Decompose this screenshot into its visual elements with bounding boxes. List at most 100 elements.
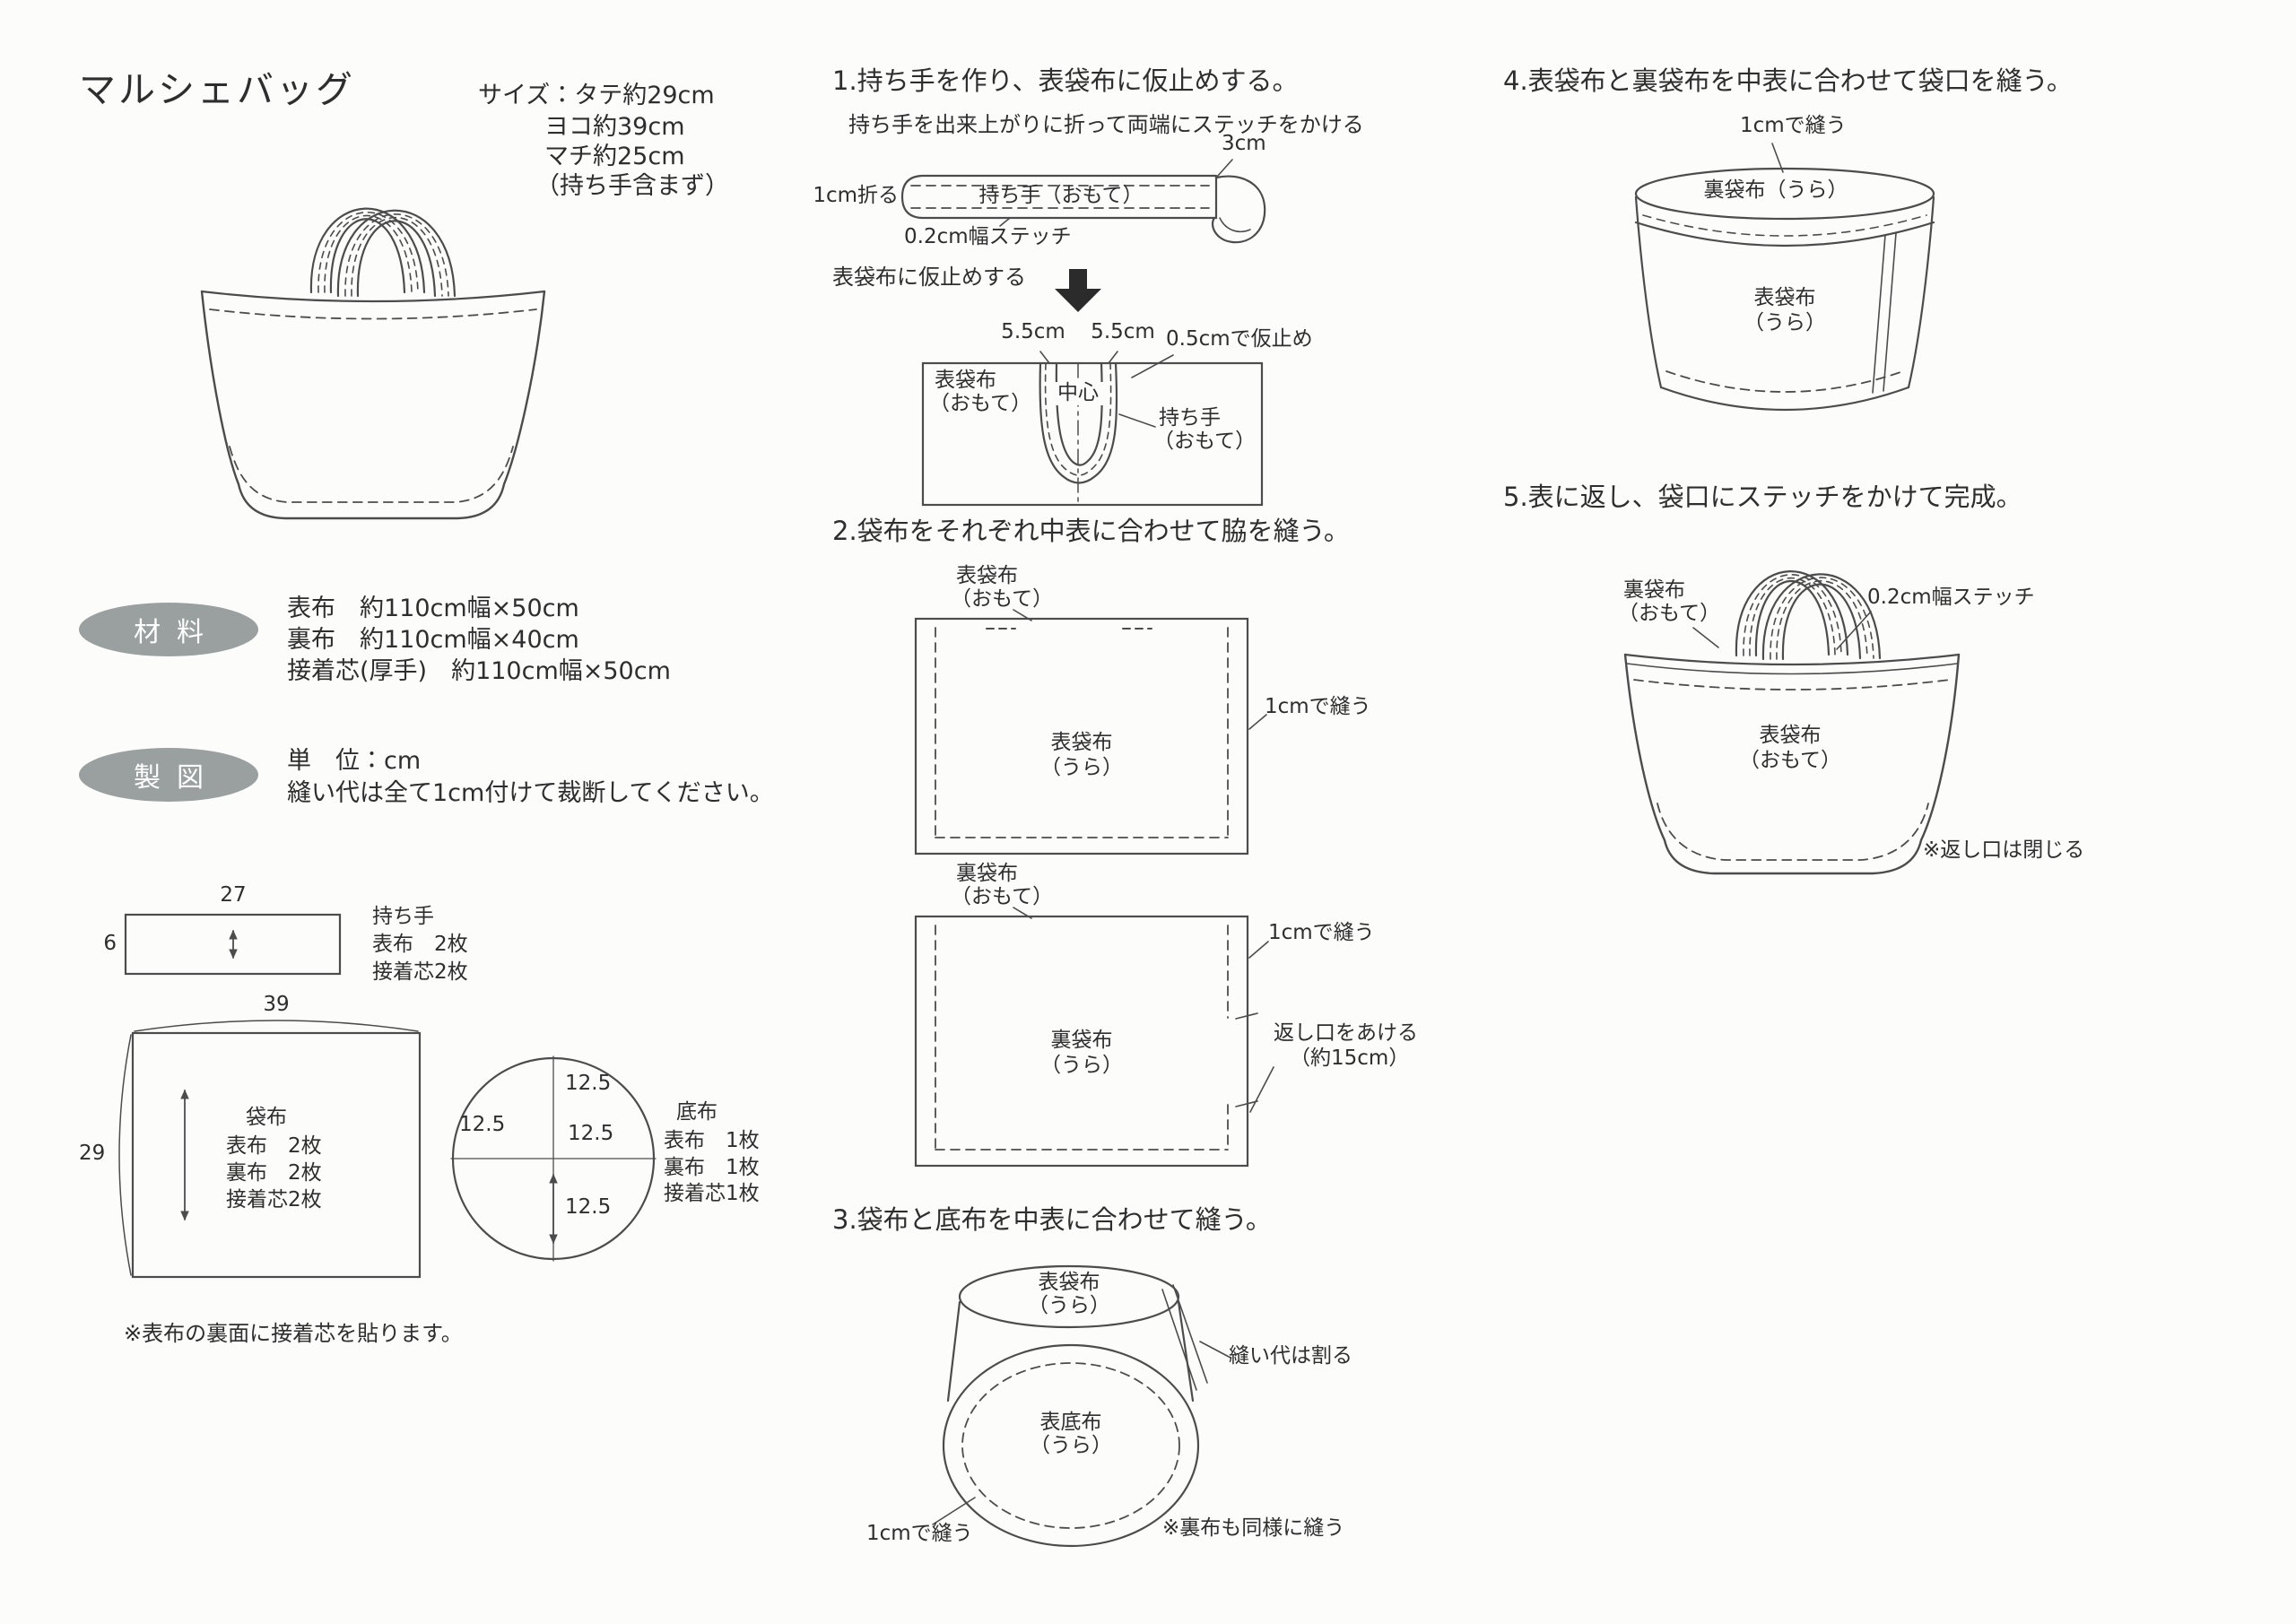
bag-top-edge: [200, 290, 546, 303]
step2-lining-body: （うら）: [1040, 1054, 1123, 1077]
pointer-55-right: [1108, 351, 1118, 364]
step2-outer-rect: [914, 609, 1267, 855]
step3-press-label: 縫い代は割る: [1229, 1344, 1352, 1368]
bag-bottom-stitch: [1665, 370, 1904, 393]
bottom-dim-top: 12.5: [565, 1072, 612, 1095]
interfacing-note: ※表布の裏面に接着芯を貼ります。: [124, 1321, 463, 1346]
strap-end-flap: [1211, 175, 1266, 244]
front-handle-outer: [336, 209, 457, 298]
step5-note: ※返し口は閉じる: [1923, 838, 2085, 862]
pattern-panel-piece: [118, 1020, 422, 1279]
pointer-sew: [1771, 143, 1784, 173]
outer-rect-outline: [914, 617, 1249, 855]
pattern-bottom-piece: [450, 1055, 657, 1262]
basted-handle-inner: [1055, 361, 1103, 466]
pointer-press: [1199, 1341, 1231, 1359]
finished-bag-drawing: [200, 207, 546, 520]
pointer-sew: [1248, 941, 1269, 959]
bag-body: [1623, 653, 1961, 875]
front-handle-stitch: [344, 213, 449, 297]
basted-handle-outer: [1039, 361, 1118, 484]
step2-sew-outer: 1cmで縫う: [1265, 695, 1371, 718]
back-handle-stitch: [324, 214, 413, 293]
step2-lining-rect: [914, 907, 1274, 1168]
step5-lining-label: （おもて）: [1618, 602, 1721, 625]
step2-opening-label: 返し口をあける: [1274, 1021, 1418, 1045]
bottom-dim-mid: 12.5: [568, 1122, 614, 1145]
step2-lining-tag: （おもて）: [951, 885, 1054, 908]
basted-handle-stitch: [1044, 362, 1112, 476]
step3-sew-label: 1cmで縫う: [866, 1522, 973, 1545]
front-handle-outer: [1761, 573, 1882, 661]
panel-dim-height: 29: [79, 1142, 106, 1165]
back-handle-stitch: [317, 212, 419, 293]
step1-baste-label: 0.5cmで仮止め: [1166, 327, 1313, 351]
step1-baste-drawing: [921, 351, 1264, 507]
step5-outer-label: （おもて）: [1738, 749, 1842, 772]
step5-outer-label: 表袋布: [1759, 724, 1822, 747]
bag-bottom-stitch: [229, 446, 514, 503]
bag-mouth: [1634, 167, 1935, 221]
step4-lining-label: 裏袋布（うら）: [1699, 178, 1853, 203]
pressed-seam: [1172, 1284, 1208, 1384]
panel-dim-arc-top: [134, 1020, 419, 1032]
material-row: 表布 約110cm幅×50cm: [287, 595, 579, 622]
step3-body-label: （うら）: [1028, 1294, 1110, 1317]
back-handle-stitch: [1749, 577, 1836, 656]
panel-dim-width: 39: [263, 993, 290, 1016]
bag-body: [200, 290, 546, 520]
opening-tick: [1235, 1012, 1258, 1020]
lining-band: [1634, 221, 1935, 248]
pointer-outer-tag: [1013, 609, 1032, 621]
step2-heading: 2.袋布をそれぞれ中表に合わせて脇を縫う。: [832, 516, 1350, 546]
step1-heading: 1.持ち手を作り、表袋布に仮止めする。: [832, 65, 1299, 96]
drafting-unit: 単 位：cm: [287, 747, 422, 775]
strap-outline: [900, 174, 1218, 220]
bag-bottom-stitch: [1657, 803, 1929, 861]
step2-lining-body: 裏袋布: [1050, 1029, 1113, 1052]
strap-end-flap-inner: [1219, 217, 1251, 233]
bottom-seam-stitch: [961, 1362, 1180, 1529]
material-row: 接着芯(厚手) 約110cm幅×50cm: [287, 657, 671, 685]
bottom-piece-row: 接着芯1枚: [664, 1182, 760, 1205]
step2-outer-tag: 表袋布: [956, 564, 1018, 587]
bag-top-edge-2: [1626, 663, 1958, 675]
bottom-piece-row: 裏布 1枚: [664, 1156, 760, 1179]
panel-outline: [131, 1031, 422, 1279]
pointer-handle-label: [1118, 413, 1156, 428]
step3-body-label: 表袋布: [1038, 1271, 1100, 1294]
handle-piece-outline: [124, 913, 342, 976]
bottom-dim-bottom: 12.5: [565, 1195, 612, 1219]
step3-cylinder-drawing: [932, 1264, 1231, 1548]
pointer-02stitch: [999, 217, 1011, 227]
pointer-55-left: [1039, 351, 1050, 364]
materials-badge: 材料: [79, 603, 258, 656]
band-stitch: [1642, 214, 1927, 237]
drafting-note: 縫い代は全て1cm付けて裁断してください。: [287, 779, 774, 807]
step1-fabric-label: 表袋布: [935, 369, 996, 392]
size-height: サイズ：タテ約29cm: [478, 82, 715, 109]
step2-outer-body: 表袋布: [1050, 731, 1113, 754]
bag-top-edge: [1623, 653, 1961, 666]
pointer-lining-tag: [1013, 907, 1032, 919]
step2-outer-tag: （おもて）: [951, 587, 1054, 611]
panel-dim-arc-left: [118, 1034, 132, 1276]
step3-base-label: 表底布: [1039, 1411, 1102, 1434]
pattern-handle-piece: [124, 913, 342, 976]
pointer-sew: [932, 1497, 976, 1525]
pressed-seam: [1161, 1289, 1197, 1391]
fabric-outline: [921, 361, 1264, 507]
step5-stitch-label: 0.2cm幅ステッチ: [1867, 586, 2035, 609]
size-note: （持ち手含まず）: [535, 172, 729, 200]
step1-handle-label: （おもて）: [1153, 430, 1257, 453]
step1-stitch-label: 0.2cm幅ステッチ: [904, 225, 1072, 248]
handle-piece-row: 表布 2枚: [372, 933, 468, 956]
bottom-piece-name: 底布: [676, 1100, 718, 1124]
step1-strap-drawing: [900, 159, 1266, 244]
step2-lining-tag: 裏袋布: [956, 862, 1018, 885]
cylinder-top: [958, 1264, 1180, 1329]
page-title: マルシェバッグ: [79, 68, 355, 111]
step1-sub: 持ち手を出来上がりに折って両端にステッチをかける: [848, 112, 1364, 137]
pointer-opening: [1249, 1066, 1274, 1113]
drafting-badge: 製図: [79, 748, 258, 802]
